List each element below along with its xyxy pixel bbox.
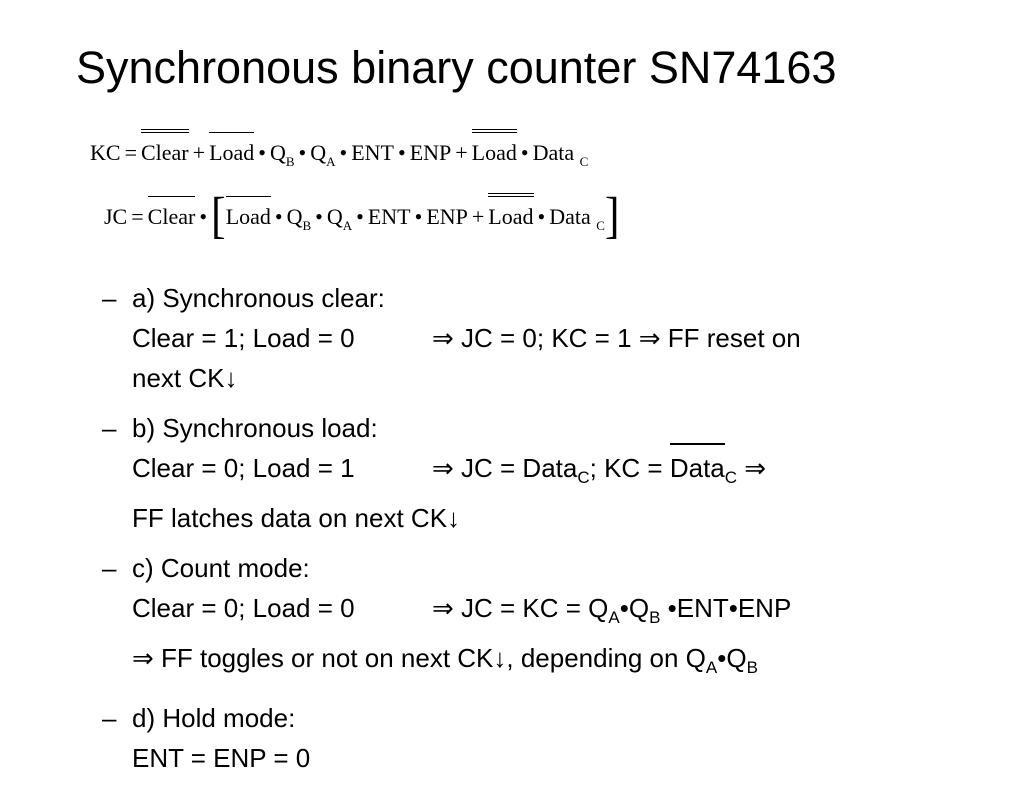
jc-enp: ENP — [426, 204, 468, 229]
item-condition: Clear = 0; Load = 0 — [132, 593, 355, 623]
kc-equation: KC=Clear+Load•QB•QA•ENT•ENP+Load•Data C — [90, 129, 589, 169]
jc-clear-bar: Clear — [147, 196, 195, 232]
item-continuation: FF latches data on next CK↓ — [132, 503, 461, 533]
jc-load2-bar: Load — [488, 193, 534, 232]
left-bracket-icon: [ — [211, 187, 226, 244]
item-continuation: ⇒ FF toggles or not on next CK↓, dependi… — [132, 643, 758, 677]
jc-data: Data — [549, 204, 591, 229]
item-heading: d) Hold mode: — [132, 703, 296, 733]
kc-qb: Q — [269, 140, 286, 165]
item-heading: a) Synchronous clear: — [132, 283, 385, 313]
list-item: – a) Synchronous clear: Clear = 1; Load … — [102, 278, 1002, 398]
mode-list: – a) Synchronous clear: Clear = 1; Load … — [102, 278, 1002, 788]
kc-qa: Q — [310, 140, 327, 165]
item-condition: Clear = 1; Load = 0 — [132, 323, 355, 353]
item-result: ⇒ JC = 0; KC = 1 ⇒ FF reset on — [432, 323, 801, 353]
kc-load2-bar: Load — [471, 129, 518, 168]
jc-lhs: JC — [104, 204, 128, 229]
kc-data: Data — [532, 140, 575, 165]
item-heading: c) Count mode: — [132, 553, 310, 583]
kc-enp: ENP — [409, 140, 452, 165]
jc-ent: ENT — [367, 204, 411, 229]
dash-bullet: – — [102, 703, 117, 733]
item-continuation: next CK↓ — [132, 363, 238, 393]
list-item: – c) Count mode: Clear = 0; Load = 0 ⇒ JC… — [102, 548, 1002, 688]
kc-load-bar: Load — [209, 132, 255, 168]
right-bracket-icon: ] — [604, 187, 620, 244]
kc-ent: ENT — [351, 140, 394, 165]
jc-equation: JC=Clear•[Load•QB•QA•ENT•ENP+Load•Data C… — [90, 187, 620, 244]
kc-lhs: KC — [90, 140, 121, 165]
item-condition: Clear = 0; Load = 1 — [132, 453, 355, 483]
item-result: ⇒ JC = DataC; KC = DataC ⇒ — [432, 443, 766, 487]
dash-bullet: – — [102, 413, 117, 443]
kc-clear-bar: Clear — [140, 129, 189, 168]
slide-title: Synchronous binary counter SN74163 — [76, 42, 837, 93]
item-continuation: ENT = ENP = 0 — [132, 743, 311, 773]
jc-load-bar: Load — [225, 196, 272, 232]
jc-qa: Q — [326, 204, 343, 229]
jc-qb: Q — [286, 204, 303, 229]
item-heading: b) Synchronous load: — [132, 413, 378, 443]
data-c-overbar: Data — [669, 443, 725, 488]
list-item: – b) Synchronous load: Clear = 0; Load =… — [102, 408, 1002, 538]
dash-bullet: – — [102, 553, 117, 583]
item-result: ⇒ JC = KC = QA•QB •ENT•ENP — [432, 593, 792, 627]
dash-bullet: – — [102, 283, 117, 313]
list-item: – d) Hold mode: ENT = ENP = 0 — [102, 698, 1002, 778]
